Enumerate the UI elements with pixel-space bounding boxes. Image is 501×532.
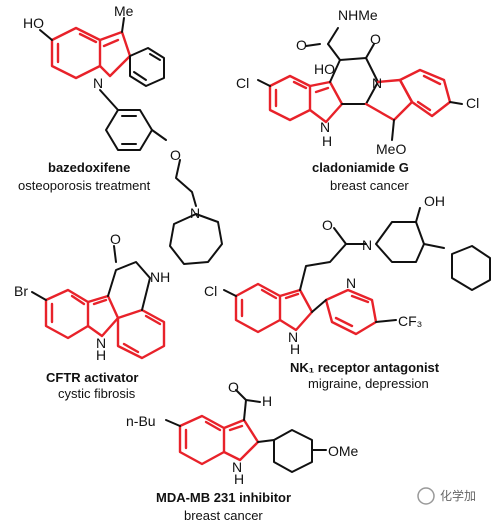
chloro-right-label: Cl xyxy=(466,95,479,111)
nh-hydrogen-label: H xyxy=(290,341,300,357)
indole-nitrogen-label: N xyxy=(93,75,103,91)
mda-mb-231-use: breast cancer xyxy=(184,508,263,523)
methoxy-label: OMe xyxy=(328,443,359,459)
hydroxy-label: HO xyxy=(314,61,335,77)
hydroxy-label: OH xyxy=(424,193,445,209)
lactam-nh-label: NH xyxy=(150,269,170,285)
cladoniamide-g-use: breast cancer xyxy=(330,178,409,193)
piperidine-nitrogen-label: N xyxy=(362,237,372,253)
chloro-left-label: Cl xyxy=(236,75,249,91)
cftr-activator-name: CFTR activator xyxy=(46,370,138,385)
nh-hydrogen-label: H xyxy=(322,133,332,149)
indole-nitrogen-label: N xyxy=(232,459,242,475)
mda-mb-231-name: MDA-MB 231 inhibitor xyxy=(156,490,291,505)
lactam-oxygen-label: O xyxy=(370,31,381,47)
ether-oxygen-label: O xyxy=(170,147,181,163)
nk1-antagonist-structure: OH O N Cl N N H CF₃ NK₁ receptor antagon… xyxy=(204,193,491,391)
aldehyde-hydrogen-label: H xyxy=(262,393,272,409)
wechat-icon xyxy=(417,487,435,505)
cladoniamide-g-name: cladoniamide G xyxy=(312,160,409,175)
cladoniamide-g-structure: NHMe O O HO Cl N N H Cl MeO cladoniamide… xyxy=(236,7,479,193)
amide-oxygen-label: O xyxy=(296,37,307,53)
nh-hydrogen-label: H xyxy=(234,471,244,487)
methoxy-label: MeO xyxy=(376,141,406,157)
indole-nitrogen-label: N xyxy=(288,329,298,345)
lactam-oxygen-label: O xyxy=(110,231,121,247)
methyl-label: Me xyxy=(114,3,134,19)
watermark-text: 化学加 xyxy=(440,488,476,503)
mda-mb-231-inhibitor-structure: O H n-Bu N H OMe MDA-MB 231 inhibitor br… xyxy=(126,379,359,523)
methylamide-label: NHMe xyxy=(338,7,378,23)
nh-hydrogen-label: H xyxy=(96,347,106,363)
chloro-label: Cl xyxy=(204,283,217,299)
bazedoxifene-use: osteoporosis treatment xyxy=(18,178,151,193)
n-butyl-label: n-Bu xyxy=(126,413,156,429)
indole-nitrogen-left-label: N xyxy=(320,119,330,135)
trifluoromethyl-label: CF₃ xyxy=(398,313,422,329)
azepane-nitrogen-label: N xyxy=(190,205,200,221)
bazedoxifene-structure: HO Me N O N bazedoxifene osteoporosis tr… xyxy=(18,3,223,265)
pyridine-nitrogen-label: N xyxy=(346,275,356,291)
cftr-activator-use: cystic fibrosis xyxy=(58,386,136,401)
aldehyde-oxygen-label: O xyxy=(228,379,239,395)
bromo-label: Br xyxy=(14,283,28,299)
amide-oxygen-label: O xyxy=(322,217,333,233)
nk1-antagonist-use: migraine, depression xyxy=(308,376,429,391)
cftr-activator-structure: O Br NH N H CFTR activator cystic fibros… xyxy=(14,231,170,401)
nk1-antagonist-name: NK₁ receptor antagonist xyxy=(290,360,440,375)
hydroxy-label: HO xyxy=(23,15,44,31)
indole-nitrogen-label: N xyxy=(96,335,106,351)
indole-nitrogen-right-label: N xyxy=(372,75,382,91)
bazedoxifene-name: bazedoxifene xyxy=(48,160,130,175)
watermark: 化学加 xyxy=(417,487,476,505)
